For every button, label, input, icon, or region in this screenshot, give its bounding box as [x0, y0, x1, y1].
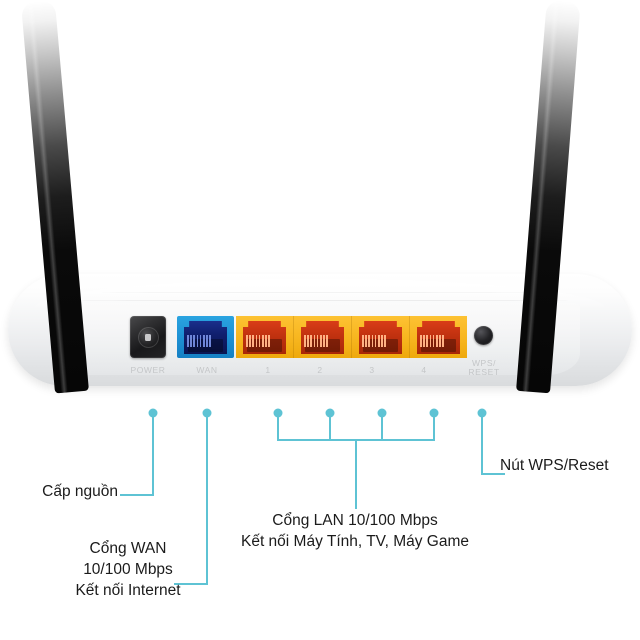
- shell-seam-upper: [100, 292, 540, 293]
- callout-label-lan: Cổng LAN 10/100 Mbps Kết nối Máy Tính, T…: [240, 512, 469, 550]
- silk-label-wps: WPS/ RESET: [461, 359, 507, 377]
- leader-elbow-wps: [481, 473, 505, 475]
- lan-port-4[interactable]: [409, 316, 467, 358]
- rj45-pins-icon: [187, 335, 211, 347]
- lan-port-2[interactable]: [293, 316, 351, 358]
- rj45-pins-icon: [420, 335, 444, 347]
- leader-stem-power: [152, 413, 154, 496]
- lan-port-1[interactable]: [236, 316, 293, 358]
- wps-reset-button[interactable]: [474, 326, 493, 345]
- rj45-pins-icon: [304, 335, 328, 347]
- lan-port-3[interactable]: [351, 316, 409, 358]
- leader-stem-lan2: [329, 413, 331, 441]
- leader-stem-lan4: [433, 413, 435, 441]
- silk-label-wan: WAN: [196, 365, 218, 375]
- callout-label-wps: Nút WPS/Reset: [500, 457, 609, 474]
- silk-label-lan4: 4: [421, 365, 427, 375]
- port-strip: [130, 316, 467, 358]
- rj45-socket-icon: [359, 321, 402, 354]
- silk-label-wps-line1: WPS/: [471, 358, 497, 368]
- callout-label-power: Cấp nguồn: [42, 483, 118, 500]
- silk-label-wps-line2: RESET: [468, 367, 500, 377]
- power-jack-port[interactable]: [130, 316, 166, 358]
- shell-seam-lower: [70, 300, 570, 301]
- wan-port[interactable]: [177, 316, 234, 358]
- leader-drop-lan: [355, 439, 357, 509]
- leader-stem-wan: [206, 413, 208, 585]
- silk-label-power: POWER: [130, 365, 166, 375]
- silk-label-lan2: 2: [317, 365, 323, 375]
- silk-label-lan1: 1: [265, 365, 271, 375]
- leader-stem-lan3: [381, 413, 383, 441]
- rj45-pins-icon: [362, 335, 386, 347]
- silk-label-lan3: 3: [369, 365, 375, 375]
- leader-stem-lan1: [277, 413, 279, 441]
- leader-elbow-power: [120, 494, 154, 496]
- callout-label-wan: Cổng WAN 10/100 Mbps Kết nối Internet: [75, 540, 181, 599]
- rj45-pins-icon: [246, 335, 270, 347]
- leader-elbow-wan: [174, 583, 208, 585]
- leader-stem-wps: [481, 413, 483, 475]
